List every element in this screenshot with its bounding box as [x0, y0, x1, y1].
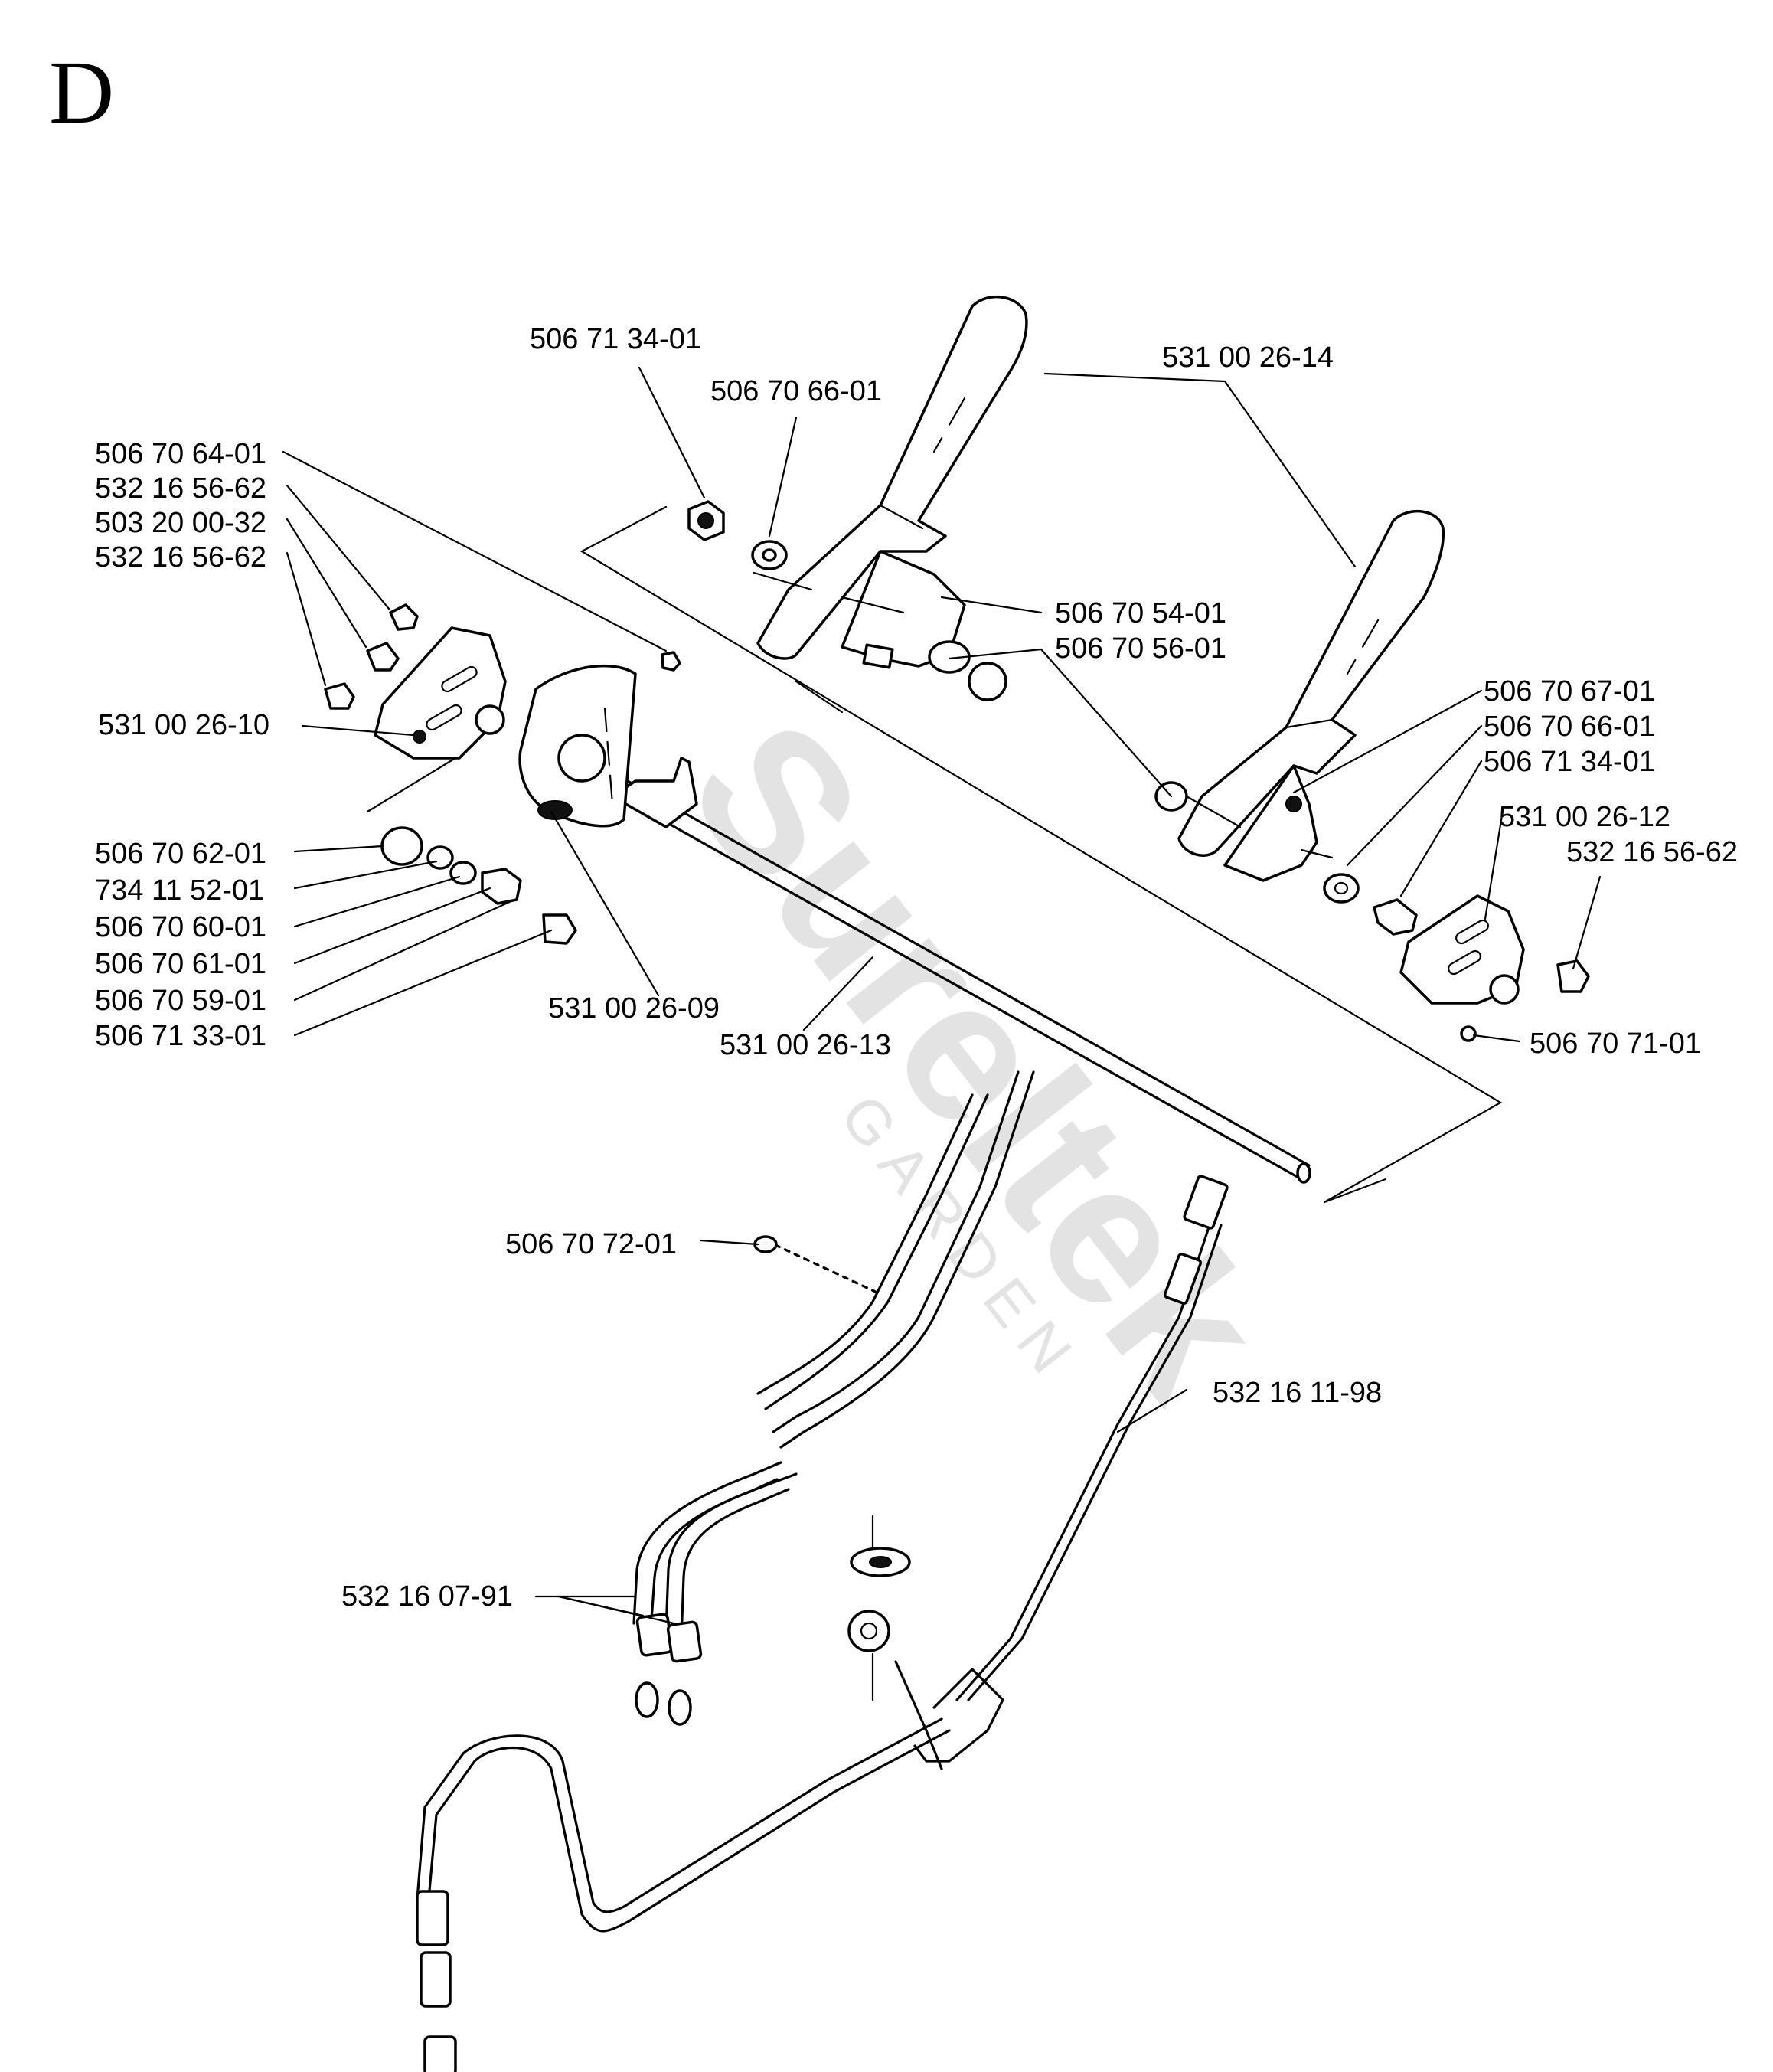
callout-532165662-r: 532 16 56-62 [1566, 836, 1738, 868]
handle-grip-upper [756, 295, 1028, 669]
callout-506705401: 506 70 54-01 [1055, 597, 1226, 629]
callout-532161198: 532 16 11-98 [1213, 1377, 1383, 1409]
callout-506706101: 506 70 61-01 [95, 948, 266, 980]
callout-734115201: 734 11 52-01 [95, 874, 265, 907]
callout-506713401-r: 506 71 34-01 [1484, 746, 1655, 778]
callout-506706201: 506 70 62-01 [95, 838, 266, 870]
callout-506705901: 506 70 59-01 [95, 985, 266, 1017]
callout-506707101: 506 70 71-01 [1530, 1028, 1701, 1060]
callout-506706601-top: 506 70 66-01 [710, 375, 882, 407]
callout-506707201: 506 70 72-01 [505, 1228, 677, 1260]
callout-506713401-top: 506 71 34-01 [530, 323, 701, 355]
callout-503200032: 503 20 00-32 [95, 507, 266, 539]
main-shaft [611, 757, 1311, 1184]
callout-532165662-b: 532 16 56-62 [95, 541, 266, 574]
section-letter: D [49, 42, 115, 142]
quadrant-plate [518, 664, 637, 828]
assembly-outline [580, 505, 1503, 1204]
callout-506705601: 506 70 56-01 [1055, 632, 1226, 665]
fasteners [324, 500, 1590, 1701]
callout-531002612: 531 00 26-12 [1499, 801, 1670, 833]
callout-506706701: 506 70 67-01 [1484, 675, 1655, 708]
callout-531002609: 531 00 26-09 [548, 992, 720, 1025]
callout-532165662-a: 532 16 56-62 [95, 472, 266, 505]
cables [416, 1070, 1229, 2072]
callout-531002610: 531 00 26-10 [98, 709, 269, 741]
leader-lines [282, 366, 1602, 1625]
callout-506706601-r: 506 70 66-01 [1484, 711, 1655, 743]
callout-532160791: 532 16 07-91 [341, 1580, 513, 1613]
callout-531002613: 531 00 26-13 [720, 1029, 891, 1061]
callout-506713301: 506 71 33-01 [95, 1020, 266, 1052]
handle-grip-lower [1177, 509, 1445, 882]
callout-506706401: 506 70 64-01 [95, 438, 266, 470]
right-bracket [1399, 894, 1525, 1005]
callout-531002614: 531 00 26-14 [1162, 342, 1334, 374]
callout-506706001: 506 70 60-01 [95, 911, 266, 943]
left-bracket [366, 626, 507, 813]
